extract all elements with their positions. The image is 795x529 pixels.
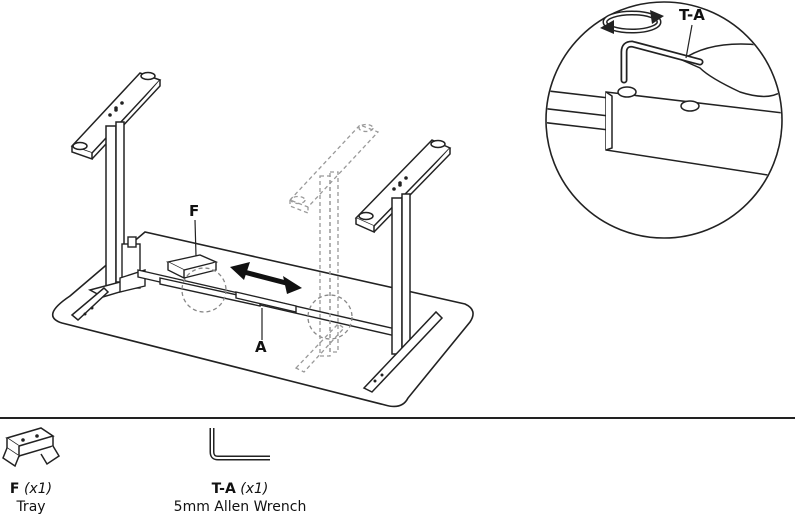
rotation-arrow-icon (600, 10, 664, 34)
ghost-leg (288, 123, 380, 373)
table-top (52, 231, 474, 408)
assembly-illustration (52, 1, 783, 408)
double-arrow-icon (230, 262, 302, 294)
tray-on-frame (165, 254, 219, 280)
part-name: Tray (16, 499, 46, 515)
section-divider (0, 417, 795, 419)
callout-a: A (255, 338, 267, 356)
left-leg (70, 71, 162, 321)
detail-circle-left (181, 267, 227, 313)
allen-wrench-icon (209, 428, 270, 461)
part-allen-wrench: T-A (x1) 5mm Allen Wrench (150, 424, 330, 516)
part-name: 5mm Allen Wrench (173, 499, 307, 515)
tray-icon (2, 427, 61, 468)
motor (119, 236, 146, 293)
part-tray: F (x1) Tray (0, 424, 62, 516)
right-foot-holes (373, 176, 408, 383)
callout-leader-ta (685, 24, 693, 59)
left-foot-holes (83, 101, 124, 316)
part-code: F (9, 481, 20, 497)
callout-f: F (189, 202, 200, 220)
callout-leader-f (194, 219, 197, 257)
callout-ta: T-A (679, 6, 705, 24)
detail-circle-right (307, 294, 353, 340)
right-leg (354, 139, 452, 393)
part-qty: (x1) (240, 481, 269, 497)
detail-magnifier (545, 1, 783, 239)
part-qty: (x1) (23, 481, 53, 497)
part-code: T-A (211, 481, 236, 497)
